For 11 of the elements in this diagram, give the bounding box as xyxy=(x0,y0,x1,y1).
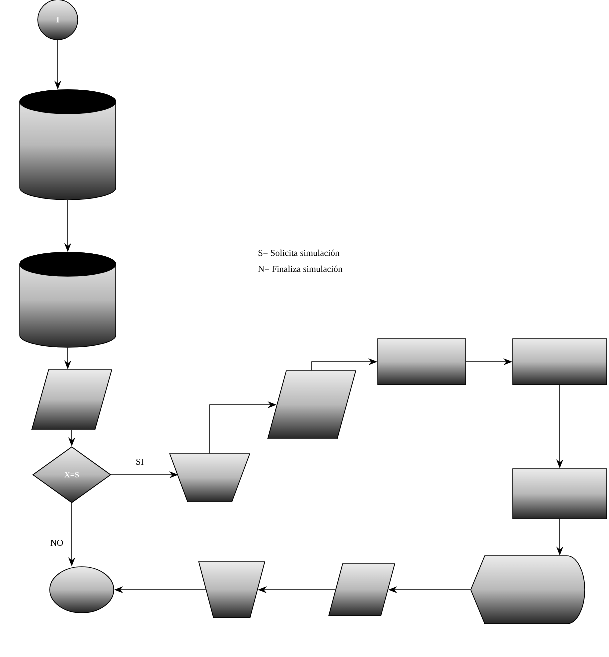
terminal-ellipse xyxy=(50,566,114,614)
process-box xyxy=(512,338,608,386)
process-box xyxy=(378,338,466,386)
note-text: N= Finaliza simulación xyxy=(258,266,343,272)
edge-label: SI xyxy=(135,458,145,466)
edge-label: NO xyxy=(50,538,64,548)
display-shape xyxy=(470,556,586,624)
note-text: S= Solicita simulación xyxy=(258,250,340,256)
storage-cylinder xyxy=(20,90,116,200)
process-box xyxy=(512,468,608,520)
storage-cylinder xyxy=(20,252,116,348)
